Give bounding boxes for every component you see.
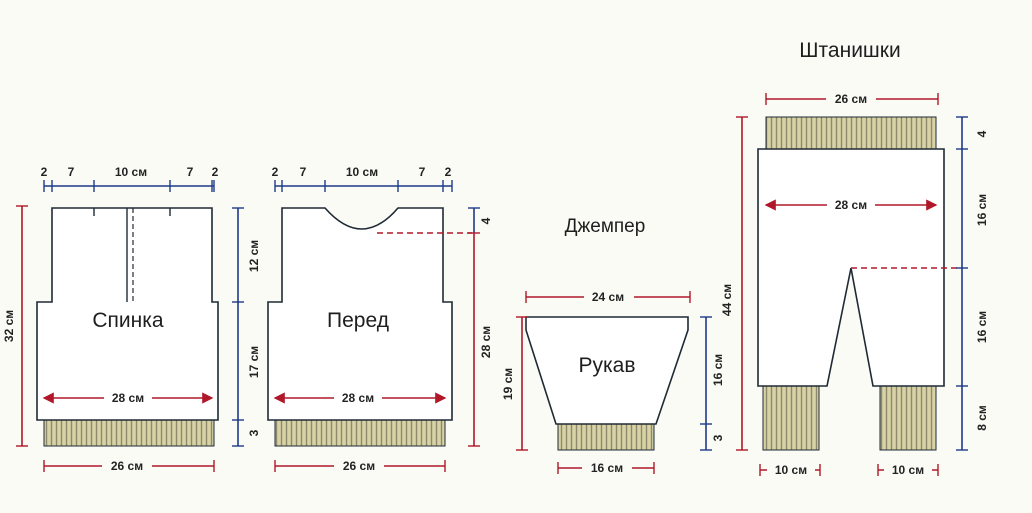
front-top-seg: 2	[272, 165, 279, 179]
pants-waist-rib-label: 4	[975, 130, 989, 137]
pants-piece: 26 см 28 см 44 см 4 16 см 16 см 8 см 10 …	[720, 90, 989, 478]
back-rib-width-bg	[102, 457, 152, 474]
front-piece: Перед 2 7 10 см 7 2 4 28 см 28 см 26 см	[267, 165, 493, 474]
back-top-seg: 7	[68, 165, 75, 179]
sleeve-piece: Рукав 24 см 19 см 16 см 3 16 см	[501, 288, 725, 476]
back-top-seg: 2	[41, 165, 48, 179]
sleeve-top-bg	[584, 288, 634, 305]
sleeve-top-label: 24 см	[592, 290, 624, 304]
sleeve-cuff-bg	[582, 459, 632, 476]
pants-upper-label: 16 см	[975, 194, 989, 226]
back-top-seg: 7	[187, 165, 194, 179]
front-rib	[274, 419, 446, 447]
back-width-label: 28 см	[112, 391, 144, 405]
pants-right-cuff	[879, 385, 937, 451]
front-top-seg: 2	[445, 165, 452, 179]
sleeve-body-label: 16 см	[711, 354, 725, 386]
back-rib-label: 3	[247, 429, 261, 436]
pants-width-bg	[827, 196, 875, 213]
sleeve-outline	[525, 316, 689, 425]
back-height-label: 32 см	[2, 310, 16, 342]
sleeve-label: Рукав	[579, 354, 636, 377]
front-rib-width-label: 26 см	[343, 459, 375, 473]
sleeve-height-label: 19 см	[501, 368, 515, 400]
back-outline	[36, 207, 219, 421]
pants-left-cuff-bg	[767, 461, 815, 478]
front-top-seg: 7	[419, 165, 426, 179]
front-top-seg: 7	[300, 165, 307, 179]
back-top-seg: 2	[212, 165, 219, 179]
jumper-label: Джемпер	[565, 216, 646, 237]
back-label: Спинка	[92, 309, 164, 332]
pants-label: Штанишки	[799, 39, 900, 62]
back-armhole-label: 12 см	[247, 240, 261, 272]
pants-right-cuff-label: 10 см	[892, 463, 924, 477]
pants-waist-bg	[826, 90, 876, 107]
front-neck-label: 4	[479, 217, 493, 224]
front-rib-width-bg	[334, 457, 384, 474]
back-top-seg: 10 см	[115, 165, 147, 179]
front-width-label: 28 см	[342, 391, 374, 405]
sleeve-rib-label: 3	[711, 434, 725, 441]
pants-waist-rib	[765, 116, 937, 150]
back-body-label: 17 см	[247, 346, 261, 378]
front-height-label: 28 см	[479, 326, 493, 358]
back-rib	[43, 419, 215, 447]
back-piece: Спинка 2 7 10 см 7 2 32 см 12 см 17 см 3…	[2, 165, 261, 474]
sleeve-rib	[557, 423, 655, 451]
pants-width-label: 28 см	[835, 198, 867, 212]
front-top-seg: 10 см	[346, 165, 378, 179]
pants-right-cuff-bg	[884, 461, 932, 478]
pants-leg-label: 16 см	[975, 311, 989, 343]
front-outline	[267, 207, 453, 421]
back-rib-width-label: 26 см	[111, 459, 143, 473]
pants-left-cuff	[762, 385, 820, 451]
back-width-bg	[104, 389, 152, 406]
front-width-bg	[334, 389, 382, 406]
pants-height-label: 44 см	[720, 284, 734, 316]
pants-waist-label: 26 см	[835, 92, 867, 106]
sleeve-cuff-label: 16 см	[591, 461, 623, 475]
pants-cuff-label: 8 см	[975, 405, 989, 431]
front-label: Перед	[327, 309, 389, 332]
pants-left-cuff-label: 10 см	[775, 463, 807, 477]
